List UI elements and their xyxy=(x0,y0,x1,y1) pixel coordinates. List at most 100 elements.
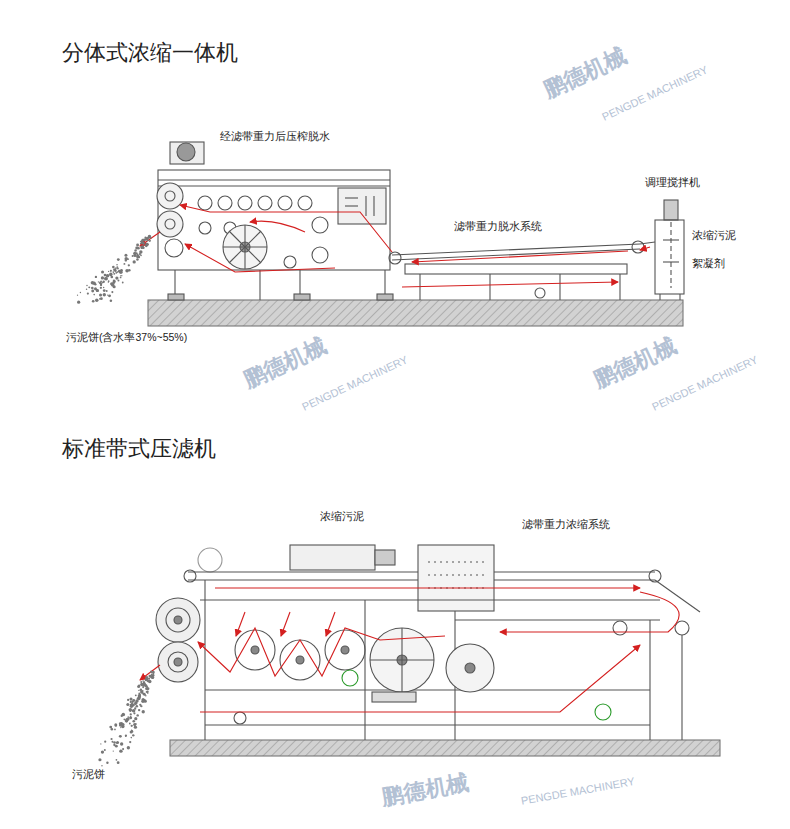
sludge-dot xyxy=(77,295,78,296)
section-heading: 分体式浓缩一体机 xyxy=(62,40,238,66)
part-label: 污泥饼 xyxy=(70,768,107,781)
sludge-dot xyxy=(86,285,87,286)
sludge-dot xyxy=(91,289,94,292)
sludge-dot xyxy=(109,273,113,277)
sludge-dot xyxy=(108,280,110,282)
sludge-dot xyxy=(100,743,101,744)
sludge-dot xyxy=(104,749,106,751)
sludge-dot xyxy=(140,245,143,248)
sludge-dot xyxy=(142,245,144,247)
sludge-dot xyxy=(116,745,118,747)
sludge-dot xyxy=(100,284,102,286)
sludge-cake-dots xyxy=(98,670,154,766)
sludge-dot xyxy=(123,263,125,265)
sludge-dot xyxy=(112,271,114,273)
sludge-dot xyxy=(95,298,99,302)
sludge-dot xyxy=(151,674,153,676)
sludge-dot xyxy=(92,281,96,285)
sludge-dot xyxy=(147,680,149,682)
sludge-dot xyxy=(118,259,119,260)
sludge-dot xyxy=(125,734,127,736)
sludge-dot xyxy=(141,246,144,249)
sludge-dot xyxy=(139,704,141,706)
sludge-dot xyxy=(125,735,127,737)
sludge-dot xyxy=(102,281,104,283)
sludge-dot xyxy=(115,276,118,279)
sludge-dot xyxy=(103,293,106,296)
sludge-dot xyxy=(111,728,113,730)
sludge-dot xyxy=(127,258,129,260)
sludge-dot xyxy=(142,686,144,688)
sludge-dot xyxy=(103,287,105,289)
sludge-dot xyxy=(86,289,87,290)
sludge-dot xyxy=(127,746,130,749)
sludge-dot xyxy=(117,258,120,261)
sludge-dot xyxy=(134,726,137,729)
sludge-dot xyxy=(95,276,97,278)
sludge-dot xyxy=(100,287,102,289)
sludge-dot xyxy=(132,255,134,257)
sludge-dot xyxy=(99,293,102,296)
sludge-dot xyxy=(93,294,95,296)
sludge-dot xyxy=(110,299,113,302)
section-heading: 标准带式压滤机 xyxy=(62,436,216,462)
bottom-belt-flow xyxy=(140,588,679,712)
sludge-dot xyxy=(148,235,152,239)
sludge-dot xyxy=(111,741,113,743)
sludge-dot xyxy=(152,672,154,674)
watermark-text: PENGDE MACHINERY xyxy=(520,775,636,808)
sludge-dot xyxy=(77,301,80,304)
sludge-dot xyxy=(99,282,102,285)
sludge-cake-dots xyxy=(77,235,152,304)
sludge-dot xyxy=(146,691,148,693)
sludge-dot xyxy=(115,725,117,727)
sludge-dot xyxy=(98,281,99,282)
sludge-dot xyxy=(134,717,137,720)
sludge-dot xyxy=(110,270,112,272)
sludge-dot xyxy=(144,693,146,695)
sludge-dot xyxy=(112,266,115,269)
sludge-dot xyxy=(102,282,103,283)
watermark-text: 鹏德机械 xyxy=(380,770,471,811)
sludge-dot xyxy=(111,276,114,279)
part-label: 调理搅拌机 xyxy=(643,176,702,189)
sludge-dot xyxy=(106,274,110,278)
sludge-dot xyxy=(145,687,148,690)
sludge-dot xyxy=(91,287,94,290)
sludge-dot xyxy=(134,703,136,705)
sludge-dot xyxy=(124,257,127,260)
sludge-dot xyxy=(131,703,132,704)
sludge-dot xyxy=(88,286,90,288)
part-label: 浓缩污泥 xyxy=(318,510,366,523)
sludge-dot xyxy=(137,685,140,688)
sludge-dot xyxy=(131,737,133,739)
sludge-dot xyxy=(143,693,146,696)
sludge-dot xyxy=(153,671,155,673)
sludge-dot xyxy=(131,703,133,705)
sludge-dot xyxy=(120,275,121,276)
sludge-dot xyxy=(134,249,136,251)
sludge-dot xyxy=(117,761,120,764)
sludge-dot xyxy=(115,270,117,272)
sludge-dot xyxy=(127,259,128,260)
sludge-dot xyxy=(100,284,102,286)
sludge-dot xyxy=(129,723,131,725)
sludge-dot xyxy=(116,264,118,266)
sludge-dot xyxy=(147,237,149,239)
sludge-dot xyxy=(113,744,115,746)
part-label: 经滤带重力后压榨脱水 xyxy=(218,130,332,143)
sludge-dot xyxy=(140,689,142,691)
sludge-dot xyxy=(100,297,103,300)
sludge-dot xyxy=(130,705,133,708)
sludge-dot xyxy=(136,254,138,256)
sludge-dot xyxy=(114,723,117,726)
sludge-dot xyxy=(113,741,116,744)
sludge-dot xyxy=(141,699,144,702)
sludge-dot xyxy=(132,734,134,736)
sludge-dot xyxy=(143,682,146,685)
sludge-dot xyxy=(140,681,142,683)
part-label: 浓缩污泥 xyxy=(690,229,738,242)
sludge-dot xyxy=(120,277,122,279)
sludge-dot xyxy=(147,693,148,694)
